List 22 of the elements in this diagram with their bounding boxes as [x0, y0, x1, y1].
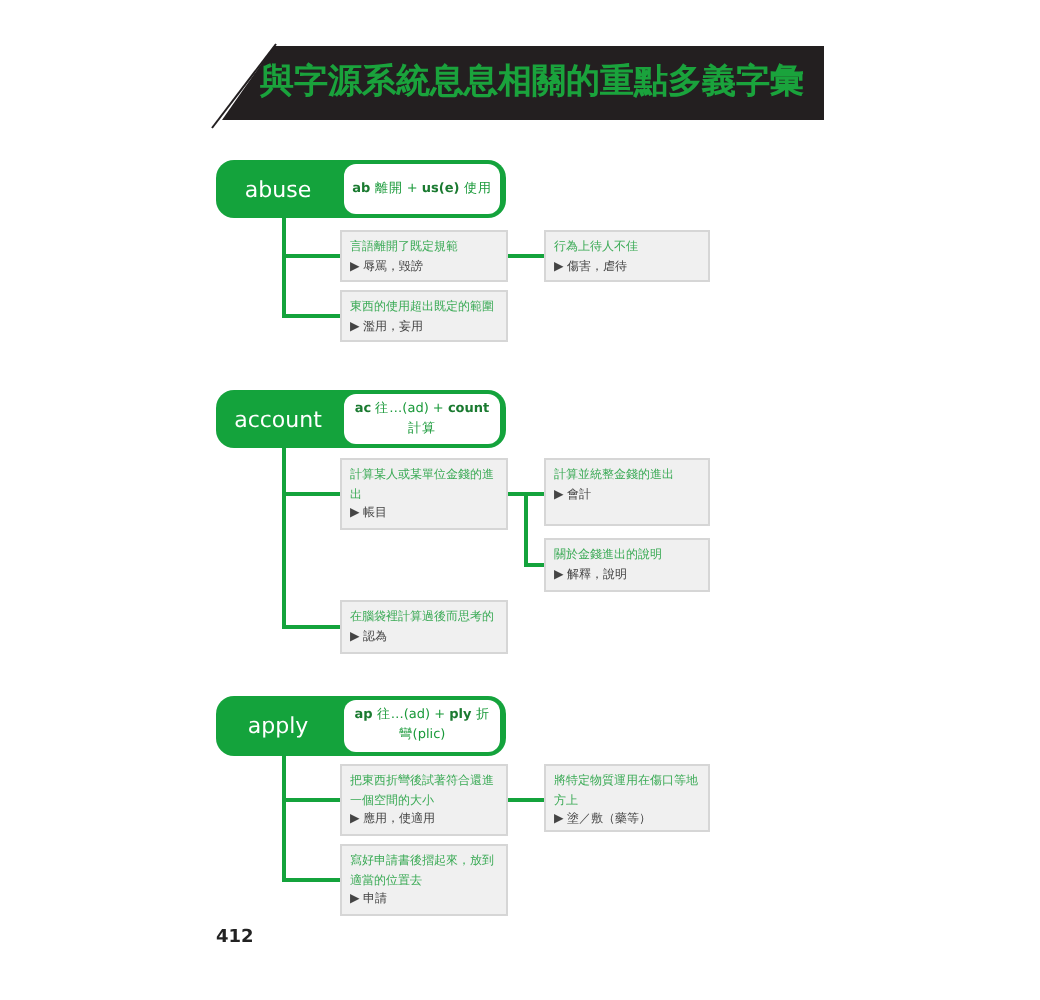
meaning-box — [544, 458, 710, 526]
connector-line — [508, 492, 544, 567]
word-block — [216, 696, 506, 756]
page-number: 412 — [216, 928, 254, 948]
word-block — [216, 160, 506, 218]
meaning-box — [544, 230, 710, 282]
meaning-box — [340, 764, 508, 836]
headword: account — [232, 406, 324, 432]
word-block — [216, 390, 506, 448]
connector-line — [508, 798, 544, 802]
headword: abuse — [242, 176, 314, 202]
meaning-box — [340, 844, 508, 916]
meaning-box — [544, 764, 710, 832]
headword: apply — [245, 713, 311, 739]
meaning-box — [340, 458, 508, 530]
connector-line — [282, 218, 340, 318]
meaning-box — [340, 290, 508, 342]
meaning-box — [544, 538, 710, 592]
meaning-box — [340, 230, 508, 282]
title: 與字源系統息息相關的重點多義字彙 — [260, 60, 800, 104]
connector-line — [508, 254, 544, 258]
meaning-box — [340, 600, 508, 654]
